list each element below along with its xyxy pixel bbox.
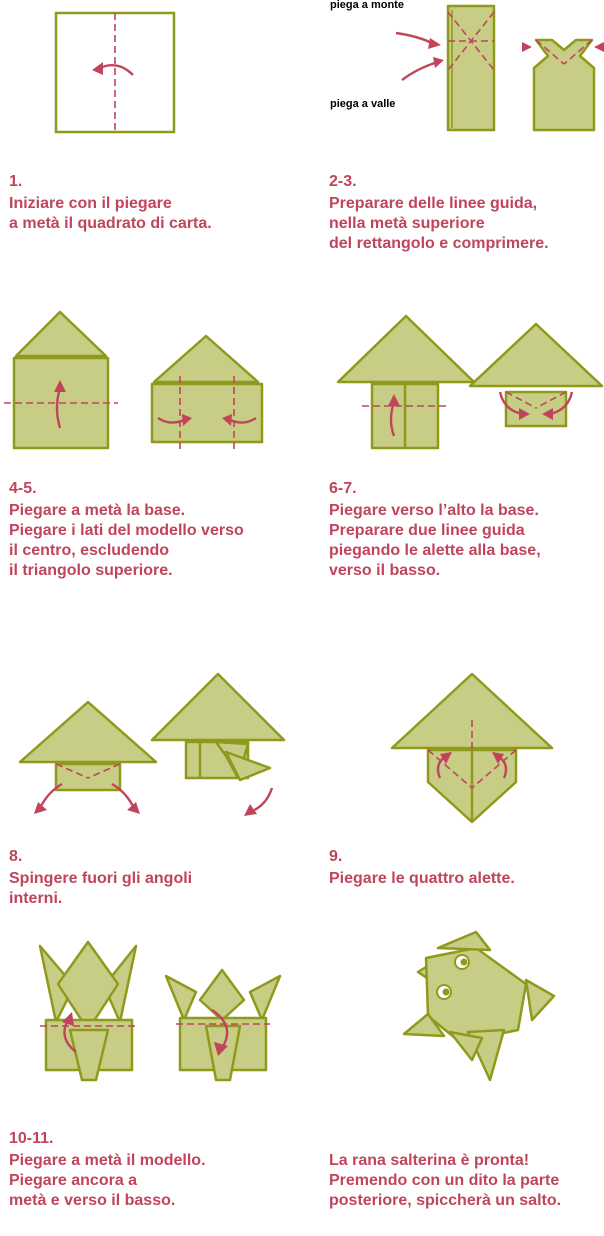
step-1-number: 1. bbox=[9, 173, 23, 190]
step-4-5-number: 4-5. bbox=[9, 480, 37, 497]
step-6-7-line-3: piegando le alette alla base, bbox=[329, 542, 541, 559]
step-9-number: 9. bbox=[329, 848, 343, 865]
step-10-11-line-3: metà e verso il basso. bbox=[9, 1192, 176, 1209]
step-6-7-line-4: verso il basso. bbox=[329, 562, 441, 579]
final-step-text: La rana salterina è pronta! Premendo con… bbox=[329, 1151, 604, 1211]
step-2-3-number: 2-3. bbox=[329, 173, 357, 190]
step-4-5-text: 4-5. Piegare a metà la base. Piegare i l… bbox=[9, 479, 299, 581]
step-9-line-1: Piegare le quattro alette. bbox=[329, 870, 515, 887]
step-2-3-line-1: Preparare delle linee guida, bbox=[329, 195, 538, 212]
step-8-line-2: interni. bbox=[9, 890, 63, 907]
step-8-number: 8. bbox=[9, 848, 23, 865]
final-step-line-1: La rana salterina è pronta! bbox=[329, 1152, 530, 1169]
step-1-diagram bbox=[54, 11, 176, 134]
step-9-diagram bbox=[390, 672, 554, 824]
step-10-11-diagram bbox=[38, 940, 282, 1082]
step-6-7-text: 6-7. Piegare verso l’alto la base. Prepa… bbox=[329, 479, 604, 581]
step-2-3-line-2: nella metà superiore bbox=[329, 215, 485, 232]
step-10-11-number: 10-11. bbox=[9, 1130, 54, 1147]
step-6-7-number: 6-7. bbox=[329, 480, 357, 497]
step-1-line-2: a metà il quadrato di carta. bbox=[9, 215, 212, 232]
step-1-text: 1. Iniziare con il piegare a metà il qua… bbox=[9, 172, 299, 234]
step-8-diagram bbox=[18, 672, 286, 816]
final-step-line-2: Premendo con un dito la parte bbox=[329, 1172, 560, 1189]
step-10-11-line-1: Piegare a metà il modello. bbox=[9, 1152, 206, 1169]
step-6-7-line-2: Preparare due linee guida bbox=[329, 522, 525, 539]
step-2-3-text: 2-3. Preparare delle linee guida, nella … bbox=[329, 172, 604, 254]
step-8-line-1: Spingere fuori gli angoli bbox=[9, 870, 193, 887]
step-4-5-line-2: Piegare i lati del modello verso bbox=[9, 522, 244, 539]
step-10-11-text: 10-11. Piegare a metà il modello. Piegar… bbox=[9, 1129, 299, 1211]
step-1-line-1: Iniziare con il piegare bbox=[9, 195, 172, 212]
valley-fold-label: piega a valle bbox=[330, 98, 396, 110]
step-2-3-line-3: del rettangolo e comprimere. bbox=[329, 235, 549, 252]
step-8-text: 8. Spingere fuori gli angoli interni. bbox=[9, 847, 299, 909]
finished-frog-diagram bbox=[402, 930, 556, 1082]
step-4-5-line-4: il triangolo superiore. bbox=[9, 562, 173, 579]
step-6-7-line-1: Piegare verso l’alto la base. bbox=[329, 502, 539, 519]
step-9-text: 9. Piegare le quattro alette. bbox=[329, 847, 604, 889]
mountain-fold-label: piega a monte bbox=[330, 0, 404, 11]
step-2-3-diagram bbox=[395, 4, 604, 132]
step-6-7-diagram bbox=[336, 314, 604, 450]
step-4-5-line-1: Piegare a metà la base. bbox=[9, 502, 186, 519]
final-step-line-3: posteriore, spiccherà un salto. bbox=[329, 1192, 562, 1209]
step-4-5-line-3: il centro, escludendo bbox=[9, 542, 170, 559]
step-4-5-diagram bbox=[4, 310, 264, 452]
step-10-11-line-2: Piegare ancora a bbox=[9, 1172, 138, 1189]
